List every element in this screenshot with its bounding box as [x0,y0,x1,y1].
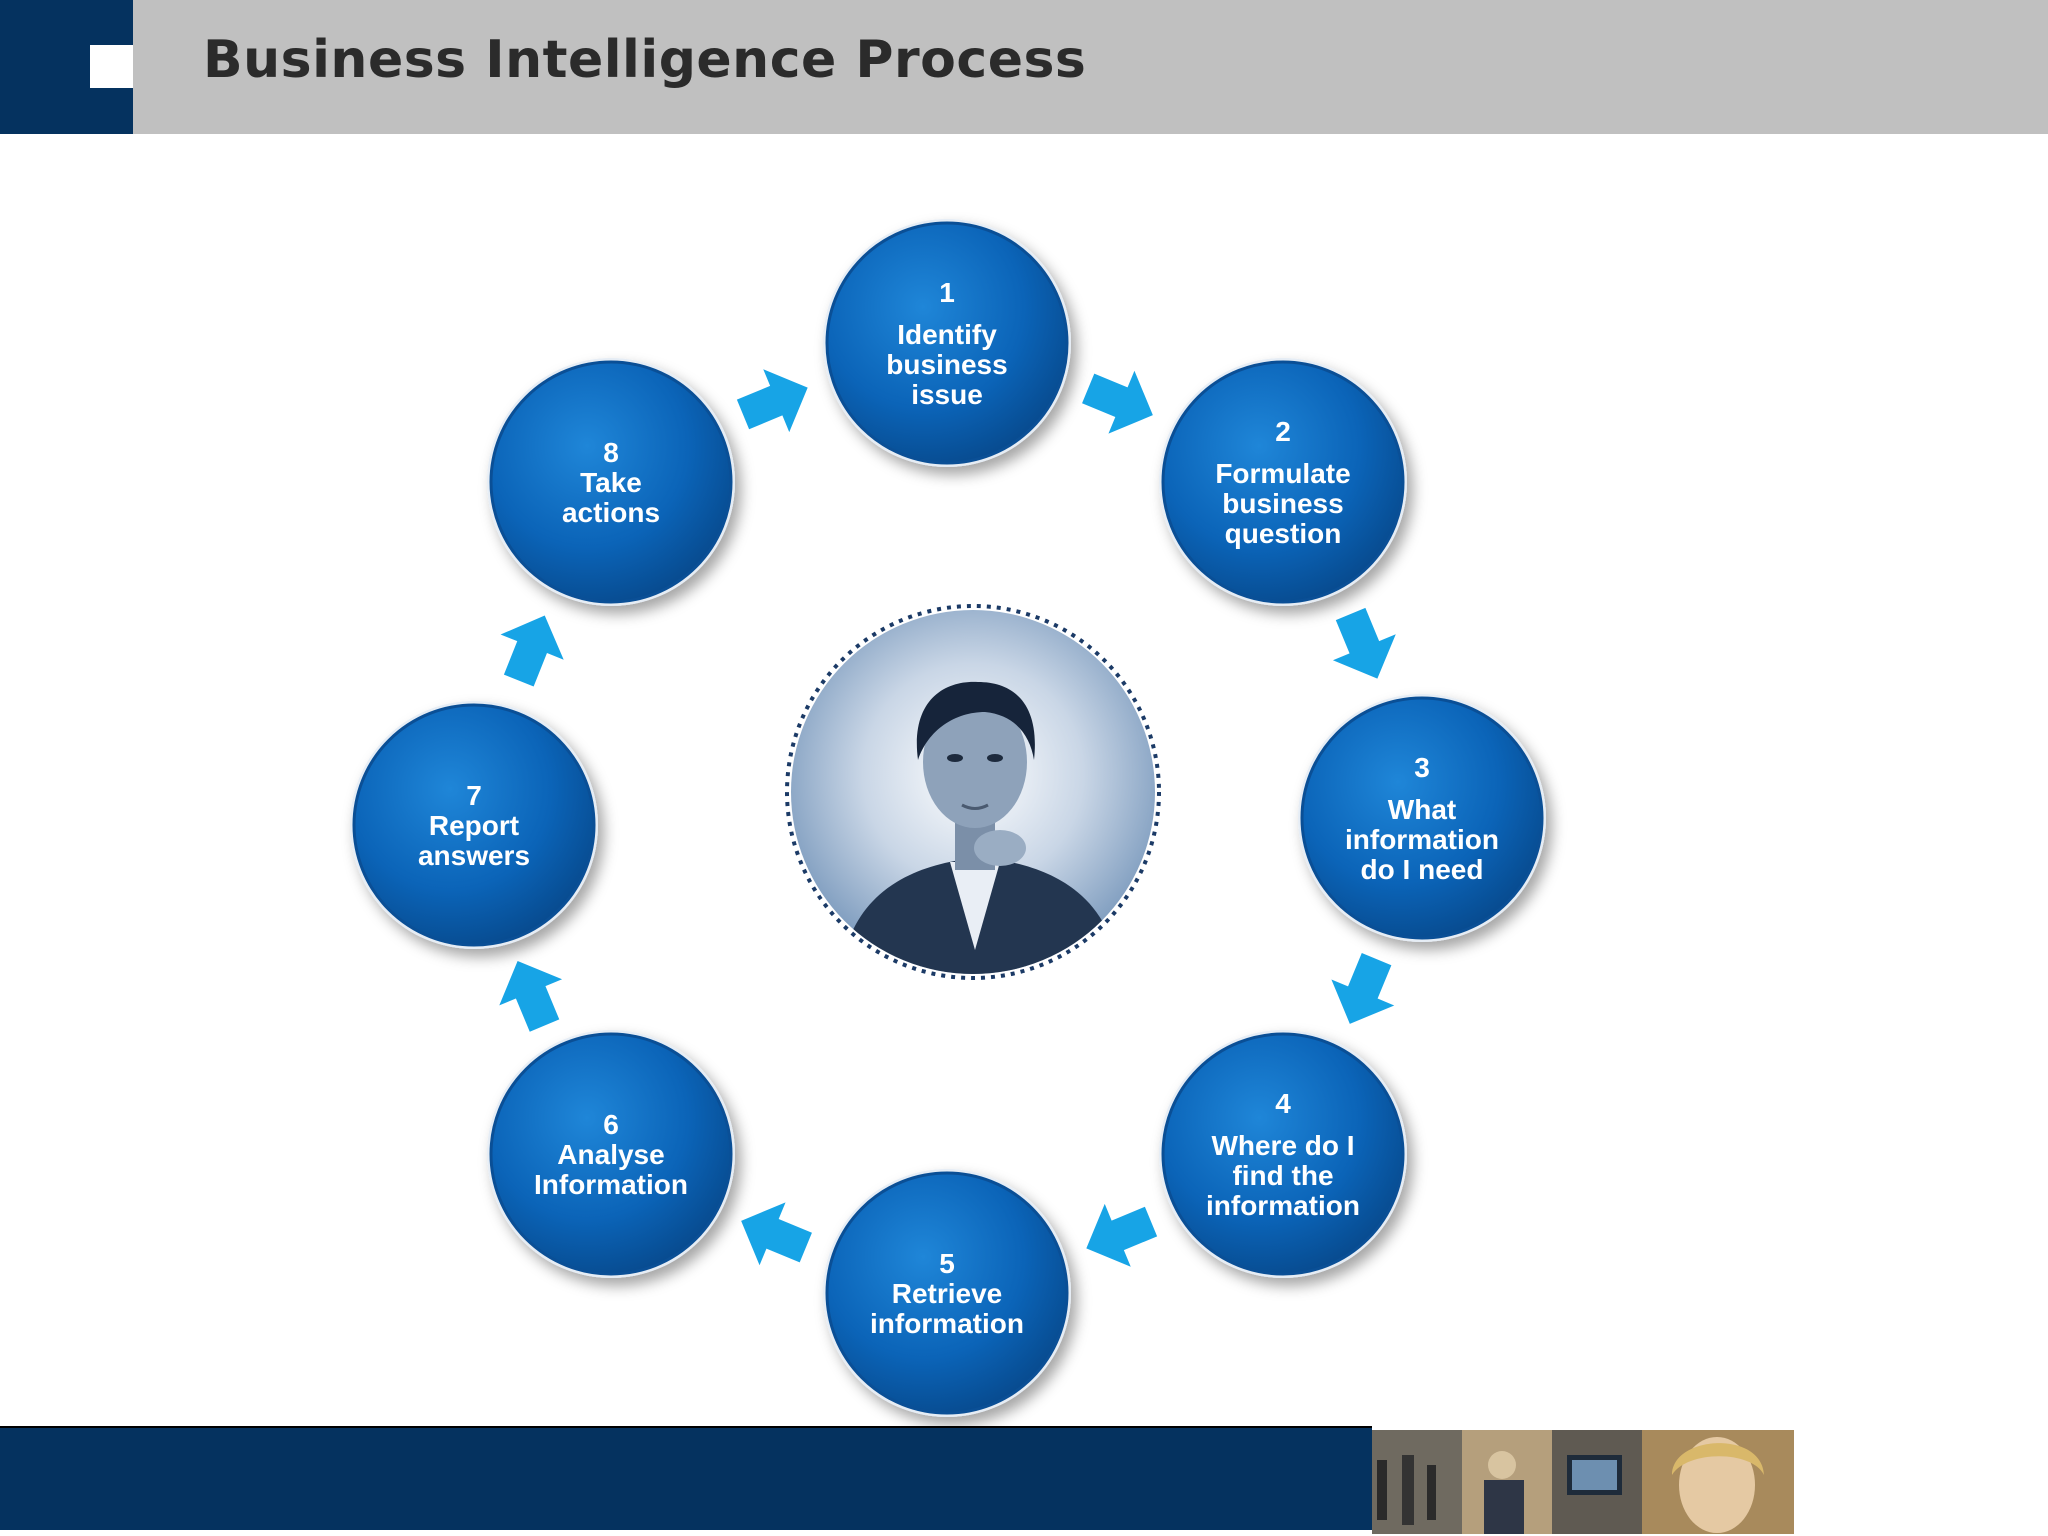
process-step-circle [489,1032,733,1276]
nodes-layer: 1Identifybusinessissue2Formulatebusiness… [350,219,1546,1417]
step-number: 2 [1275,416,1291,447]
step-number: 6 [603,1109,619,1140]
process-step-circle [352,703,596,947]
step-label-line: information [870,1308,1024,1339]
step-number: 4 [1275,1088,1291,1119]
process-step-circle [1161,1032,1405,1276]
step-label-line: Formulate [1215,458,1350,489]
step-label-line: find the [1232,1160,1333,1191]
step-label-line: question [1225,518,1342,549]
process-step-circle [825,1171,1069,1415]
header-logo-block [0,0,133,134]
process-step-circle [1300,696,1544,940]
step-label-line: Where do I [1211,1130,1354,1161]
process-step-circle [825,221,1069,465]
center-portrait [785,604,1161,980]
step-number: 3 [1414,752,1430,783]
step-label-line: information [1206,1190,1360,1221]
step-label-line: do I need [1361,854,1484,885]
step-number: 1 [939,277,955,308]
step-label-line: Analyse [557,1139,664,1170]
process-arrow-icon [500,615,564,687]
step-label-line: information [1345,824,1499,855]
page-title: Business Intelligence Process [203,30,1087,90]
portrait-photo [840,681,1120,974]
process-arrow-icon [1082,370,1153,434]
header-square-icon [90,45,133,88]
process-arrow-icon [499,960,563,1032]
step-label-line: business [1222,488,1343,519]
step-label-line: Retrieve [892,1278,1003,1309]
process-step-circle [1161,360,1405,604]
process-arrow-icon [736,369,808,433]
footer-bar [0,1426,1372,1530]
step-number: 7 [466,780,482,811]
step-label-line: issue [911,379,983,410]
process-arrow-icon [1332,607,1396,679]
header-bar [0,0,2048,134]
step-number: 8 [603,437,619,468]
step-number: 5 [939,1248,955,1279]
step-label-line: Identify [897,319,997,350]
footer-photo-strip [1372,1430,1794,1534]
process-arrow-icon [1086,1203,1158,1267]
step-label-line: What [1388,794,1456,825]
step-label-line: answers [418,840,530,871]
process-arrow-icon [741,1202,812,1266]
arrows-layer [499,369,1396,1267]
step-label-line: business [886,349,1007,380]
step-label-line: Report [429,810,519,841]
step-label-line: actions [562,497,660,528]
process-step-circle [489,360,733,604]
step-label-line: Information [534,1169,688,1200]
step-label-line: Take [580,467,642,498]
process-arrow-icon [1331,953,1395,1024]
